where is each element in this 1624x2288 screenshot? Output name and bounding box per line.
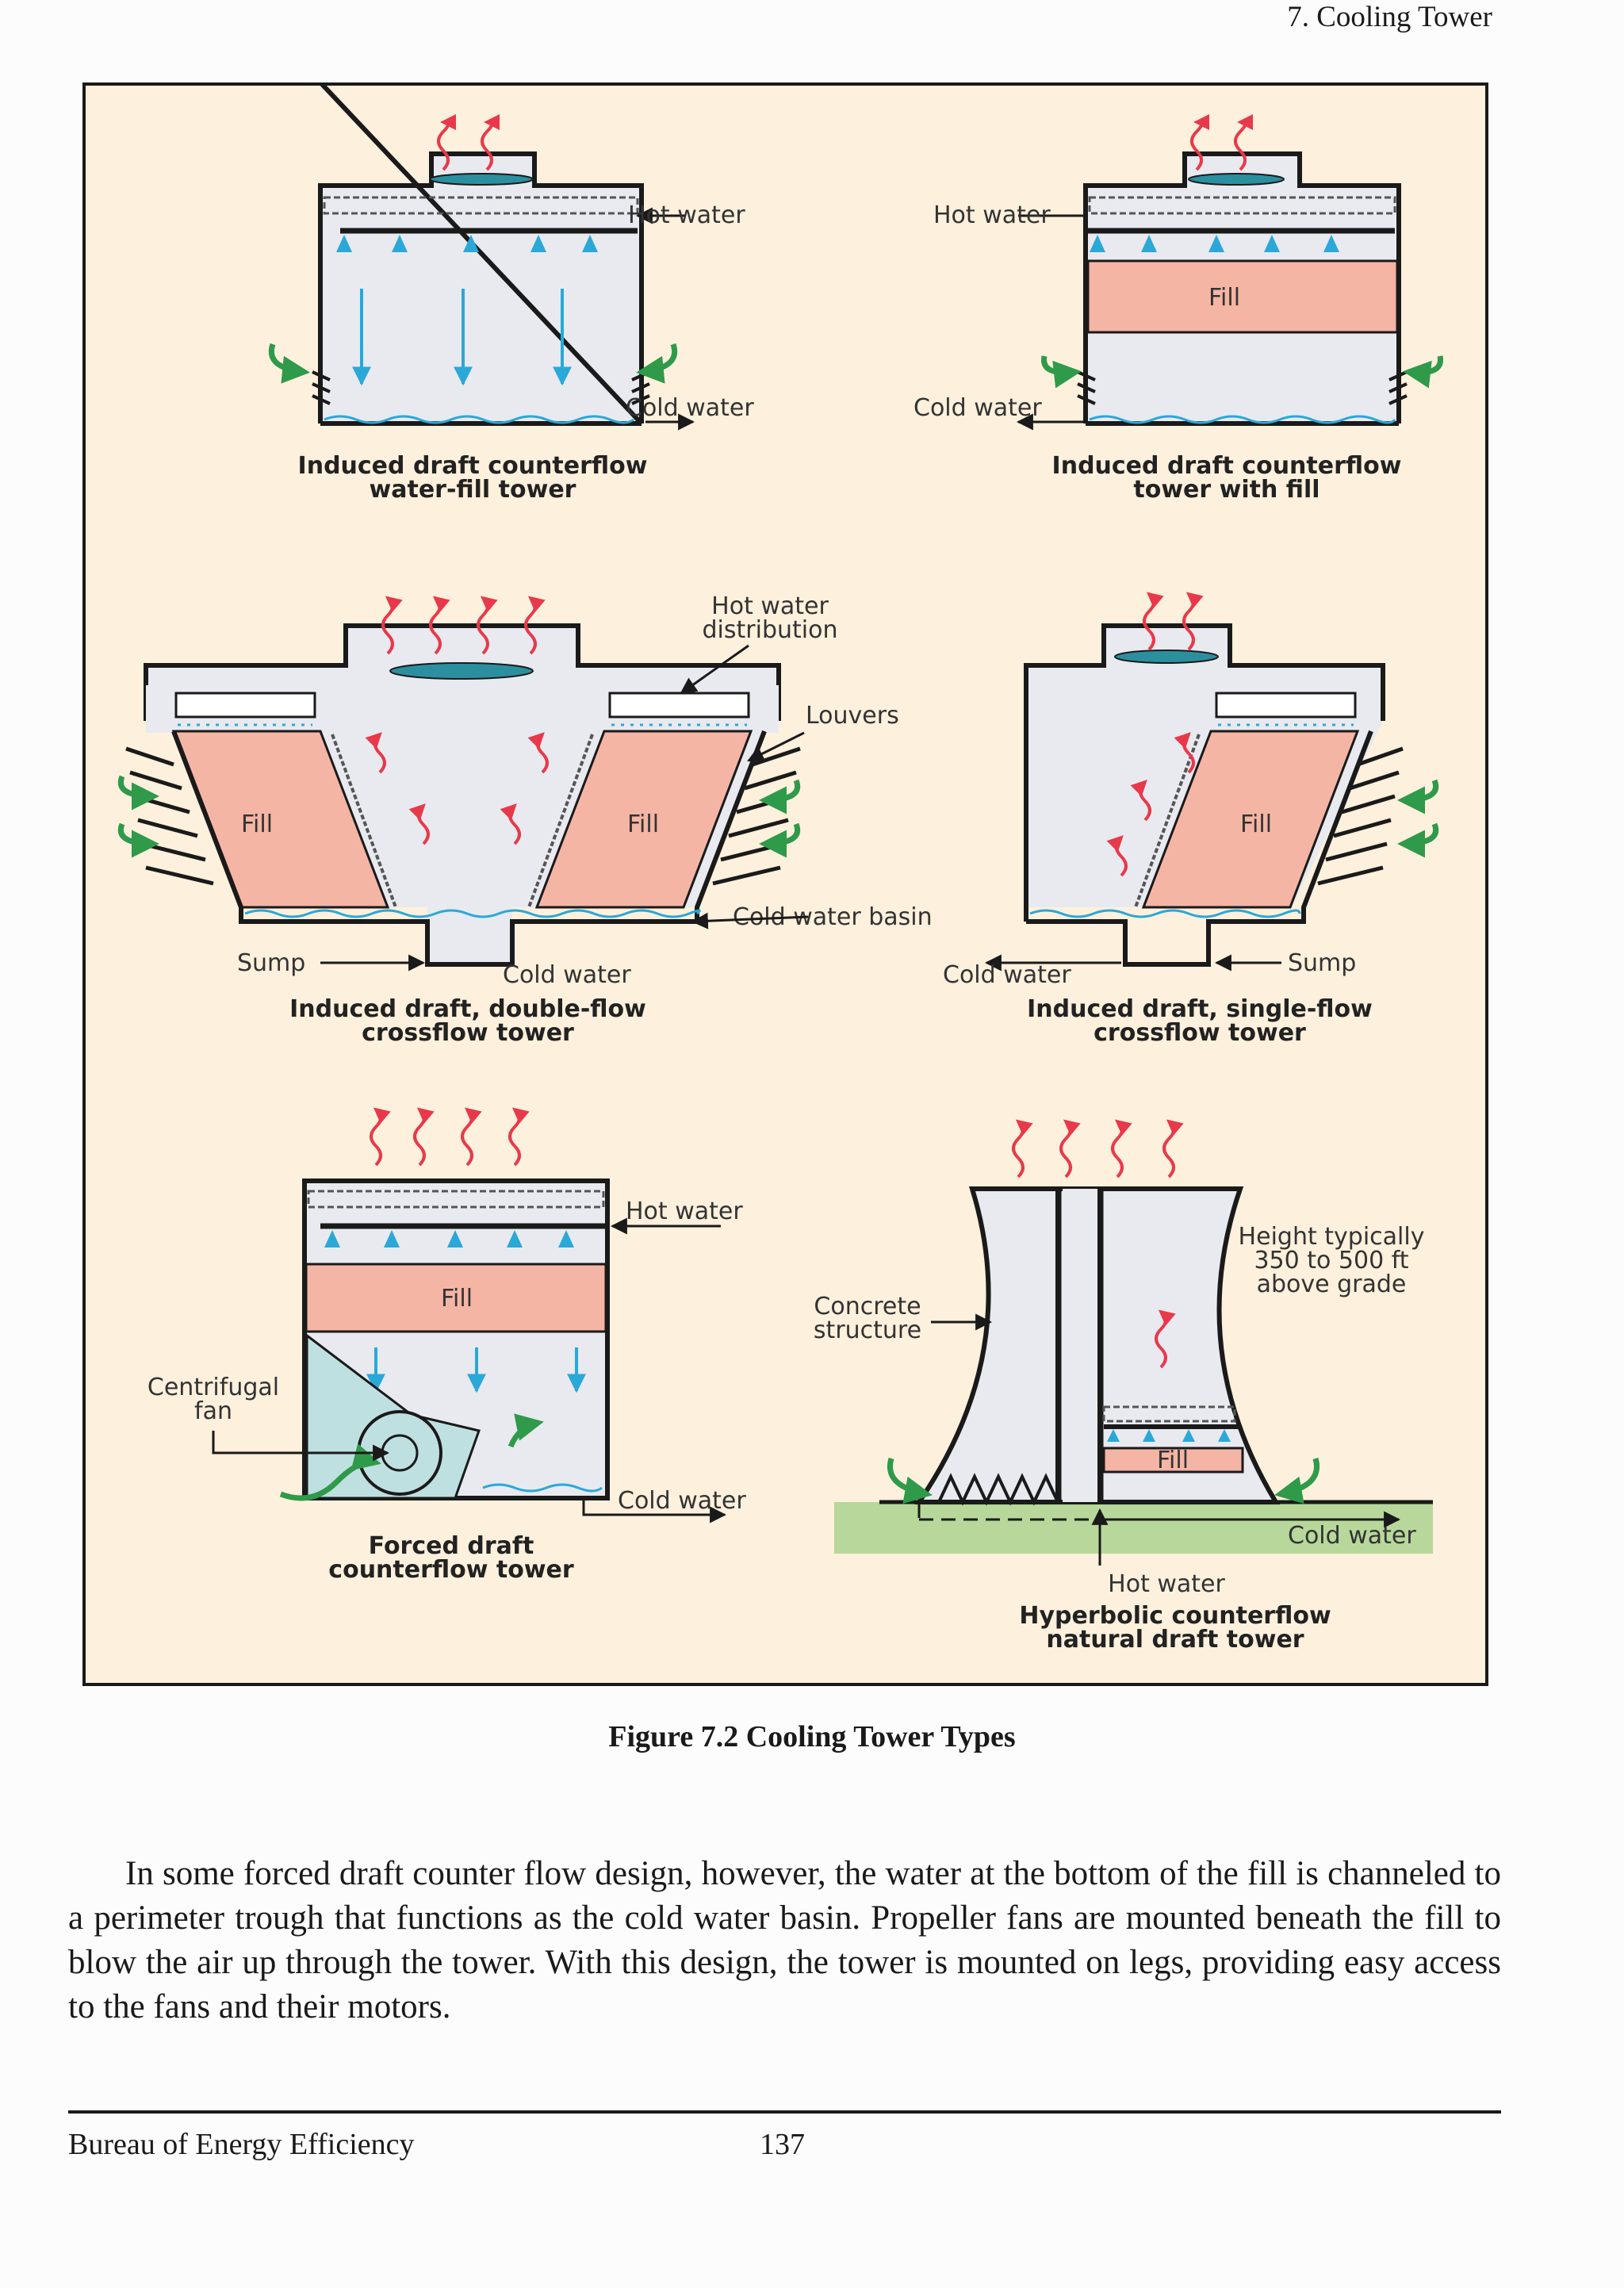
tower-title-line1: Forced draft — [369, 1532, 534, 1560]
page-number: 137 — [760, 2128, 805, 2161]
body-paragraph: In some forced draft counter flow design… — [68, 1855, 1501, 2025]
drift-eliminator — [1102, 1405, 1236, 1423]
cold-water-basin — [244, 909, 701, 918]
air-intake-arrows — [1397, 779, 1438, 858]
fill-label-left: Fill — [241, 811, 273, 838]
fan-icon — [429, 173, 534, 186]
fan-icon — [389, 662, 534, 680]
fill-label: Fill — [441, 1285, 473, 1313]
cold-water-label: Cold water — [914, 394, 1042, 422]
fan-icon — [1188, 173, 1285, 186]
fill-label-right: Fill — [627, 811, 659, 838]
spray-nozzles — [1090, 235, 1339, 252]
air-exhaust-arrows — [365, 596, 549, 845]
air-intake-arrows — [279, 1413, 544, 1501]
spray-nozzles — [1107, 1429, 1231, 1442]
fill-block — [1102, 1447, 1244, 1474]
concrete-structure-label-line2: structure — [814, 1316, 921, 1344]
running-header: 7. Cooling Tower — [1287, 1, 1492, 33]
tower-title-line2: counterflow tower — [328, 1556, 574, 1584]
cold-water-label: Cold water — [503, 961, 631, 989]
height-label-line2: 350 to 500 ft — [1254, 1247, 1408, 1274]
sump-label: Sump — [237, 949, 305, 977]
tower-title-line2: natural draft tower — [1046, 1626, 1304, 1654]
louvers-label: Louvers — [806, 702, 899, 730]
cooling-tower-types-figure: Hot water Cold water Induced draft count… — [82, 82, 1488, 1686]
air-exhaust-arrows — [1190, 114, 1254, 171]
footer-organization: Bureau of Energy Efficiency — [68, 2128, 415, 2161]
cold-water-label: Cold water — [943, 961, 1071, 989]
air-intake-arrows — [269, 343, 677, 384]
fill-right — [534, 730, 753, 909]
height-label-line3: above grade — [1257, 1270, 1407, 1298]
tower-title-line2: tower with fill — [1133, 476, 1320, 504]
falling-water-arrows — [352, 289, 572, 386]
tower-induced-single-flow-crossflow: Fill Cold water Sump Induced draft, sing… — [943, 592, 1438, 1047]
cold-water-label: Cold water — [1288, 1522, 1416, 1550]
tower-title-line1: Induced draft counterflow — [298, 452, 648, 480]
hot-water-label: Hot water — [711, 592, 829, 620]
centrifugal-fan-label-line2: fan — [194, 1397, 232, 1425]
falling-water-arrows — [366, 1347, 586, 1393]
fill-label: Fill — [1240, 811, 1272, 838]
air-intake-arrows — [887, 1458, 1320, 1504]
fill-label: Fill — [1208, 284, 1240, 312]
tower-title-line1: Induced draft, single-flow — [1027, 995, 1373, 1023]
spray-nozzles — [324, 1230, 574, 1247]
drift-eliminator — [307, 1190, 605, 1209]
centrifugal-fan-label-line1: Centrifugal — [147, 1374, 279, 1401]
distribution-label: distribution — [703, 616, 838, 644]
basin-water — [482, 1483, 603, 1493]
basin-water — [324, 415, 634, 424]
tower-title-line2: crossflow tower — [362, 1019, 574, 1047]
fill-block — [1141, 730, 1360, 909]
cold-water-label: Cold water — [626, 394, 754, 422]
hot-water-distribution-basins — [174, 692, 750, 719]
air-intake-arrows — [118, 775, 800, 858]
cold-water-basin-label: Cold water basin — [733, 903, 933, 931]
basin-water — [1089, 415, 1396, 424]
air-exhaust-arrows — [1106, 592, 1204, 877]
footer-divider — [68, 2110, 1501, 2114]
drift-eliminator — [323, 196, 639, 215]
drift-eliminators — [331, 734, 594, 908]
support-legs — [937, 1473, 1059, 1506]
fill-label: Fill — [1157, 1447, 1189, 1474]
spray-nozzles — [336, 235, 598, 252]
tower-hyperbolic-natural-draft: Fill Height typically 350 to 500 ft abov… — [814, 1119, 1433, 1654]
air-exhaust-arrows — [370, 1107, 530, 1167]
tower-title-line1: Induced draft, double-flow — [289, 995, 646, 1023]
hot-water-label: Hot water — [626, 1198, 743, 1225]
concrete-structure-label-line1: Concrete — [814, 1293, 921, 1320]
fill-block — [304, 1263, 607, 1333]
tower-title-line1: Induced draft counterflow — [1052, 452, 1402, 480]
air-exhaust-arrows — [437, 114, 500, 171]
figure-caption: Figure 7.2 Cooling Tower Types — [608, 1720, 1016, 1753]
tower-title-line2: crossflow tower — [1094, 1019, 1306, 1047]
tower-induced-counterflow-water-fill: Hot water Cold water Induced draft count… — [269, 82, 754, 504]
louvers-icon — [1317, 746, 1404, 886]
tower-induced-counterflow-with-fill: Fill Hot water Cold water Induced draft … — [914, 114, 1443, 504]
drift-eliminator — [1088, 196, 1396, 215]
height-label-line1: Height typically — [1239, 1223, 1425, 1251]
fill-block — [1086, 259, 1399, 334]
tower-forced-draft-counterflow: Fill Hot water Centrifugal fan Cold wate… — [147, 1107, 746, 1584]
tower-title-line1: Hyperbolic counterflow — [1019, 1602, 1331, 1630]
air-intake-arrows — [1041, 355, 1443, 389]
hot-water-label: Hot water — [933, 201, 1051, 229]
air-exhaust-arrows — [1012, 1119, 1184, 1369]
hot-water-label: Hot water — [1108, 1570, 1225, 1598]
ground — [834, 1502, 1433, 1554]
tower-title-line2: water-fill tower — [370, 476, 576, 504]
cold-water-basin — [1029, 909, 1301, 918]
tower-induced-double-flow-crossflow: Fill Fill Hot water distribution Louvers… — [118, 592, 933, 1047]
hot-water-label: Hot water — [628, 201, 745, 229]
fan-icon — [1114, 650, 1219, 664]
cold-water-label: Cold water — [618, 1487, 746, 1515]
sump-label: Sump — [1288, 949, 1356, 977]
